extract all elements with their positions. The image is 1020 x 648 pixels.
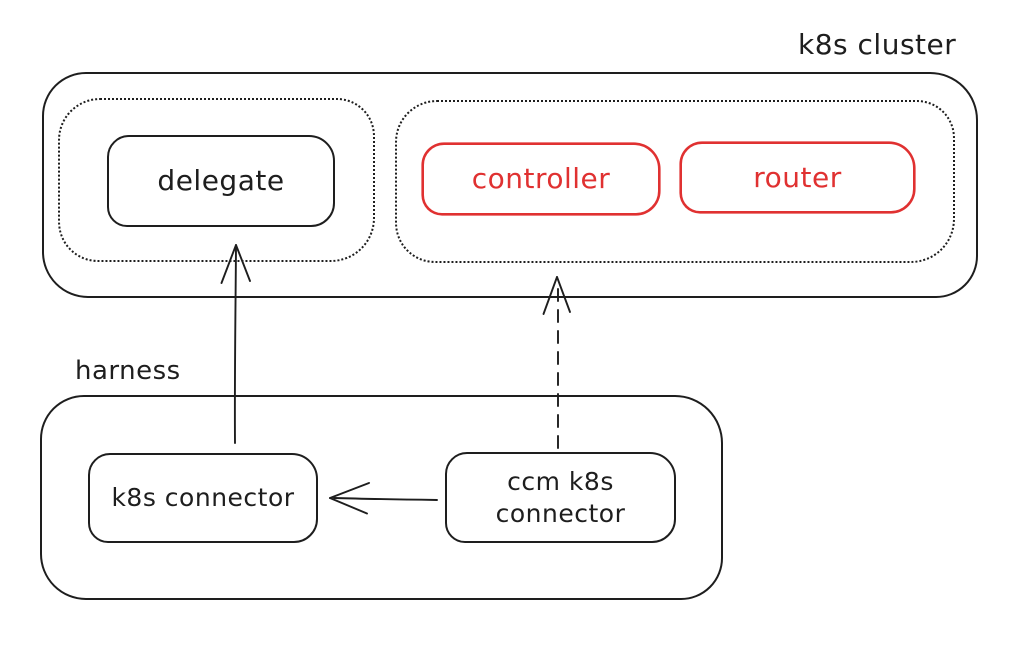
controller-node: controller (422, 143, 660, 215)
k8s-cluster-label: k8s cluster (798, 28, 957, 61)
delegate-group (58, 98, 375, 262)
router-node: router (680, 142, 915, 213)
workload-group (395, 100, 955, 263)
ccm-k8s-connector-node: ccm k8s connector (445, 452, 676, 543)
delegate-node: delegate (107, 135, 335, 227)
harness-group (40, 395, 723, 600)
k8s-connector-node: k8s connector (88, 453, 318, 543)
k8s-cluster-group (42, 72, 978, 298)
harness-label: harness (75, 356, 181, 386)
